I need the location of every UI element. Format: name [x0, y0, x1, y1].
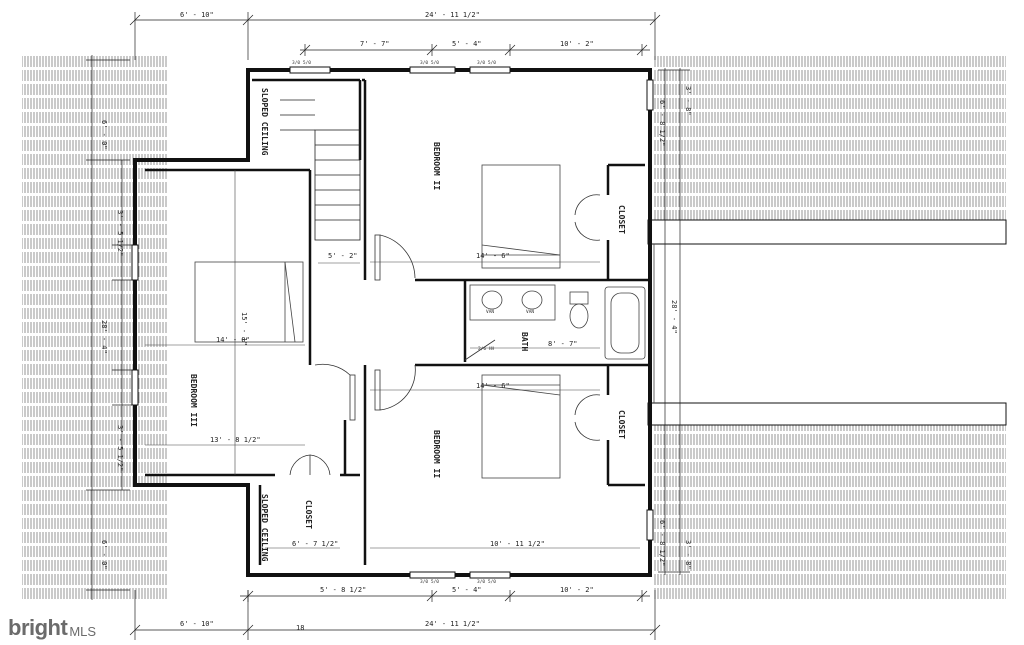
- logo-brand: bright: [8, 615, 68, 640]
- label-bedroom-3: BEDROOM III: [189, 374, 198, 427]
- interior-dims: [145, 170, 640, 549]
- label-sloped-bottom: SLOPED CEILING: [260, 494, 269, 562]
- left-dimensions: [86, 55, 132, 600]
- dim-bed4-w1: 14' - 6": [476, 382, 510, 390]
- stairs: [280, 99, 361, 241]
- dim-left-1: 6' - 0": [100, 120, 108, 150]
- dim-r4: 3' - 8": [684, 540, 692, 570]
- bright-mls-logo: bright MLS: [0, 611, 104, 645]
- dim-bottom-total: 24' - 11 1/2": [425, 620, 480, 628]
- dim-bottom-c: 10' - 2": [560, 586, 594, 594]
- dim-left-2: 3' - 5 1/2": [116, 210, 124, 256]
- dim-top-c: 10' - 2": [560, 40, 594, 48]
- label-bedroom-4: BEDROOM II: [432, 430, 441, 478]
- bath-fixtures: [469, 284, 646, 360]
- label-sloped-top: SLOPED CEILING: [260, 88, 269, 156]
- bottom-dimensions: [129, 590, 661, 640]
- dormer-beam-top: [647, 219, 1007, 245]
- logo-suffix: MLS: [69, 623, 97, 639]
- label-closet-a: CLOSET: [617, 205, 626, 234]
- dim-bottom-left: 6' - 10": [180, 620, 214, 628]
- note-win-3: 3/0 5/0: [477, 60, 496, 66]
- dormer-beam-bottom: [647, 402, 1007, 426]
- top-dimensions: [129, 12, 661, 60]
- label-closet-b: CLOSET: [617, 410, 626, 439]
- note-door-1: 2/6 HH: [478, 346, 495, 352]
- roof-hatch-left: [22, 55, 168, 600]
- dim-r1: 3' - 8": [684, 86, 692, 116]
- dim-bath-w: 8' - 7": [548, 340, 578, 348]
- label-closet-c: CLOSET: [304, 500, 313, 529]
- dim-bottom-b: 5' - 4": [452, 586, 482, 594]
- dim-bed4-w2: 10' - 11 1/2": [490, 540, 545, 548]
- dim-top-b: 5' - 4": [452, 40, 482, 48]
- dim-right-total: 28' - 4": [670, 300, 678, 334]
- dim-hall: 5' - 2": [328, 252, 358, 260]
- dim-r3: 6' - 8 1/2": [658, 520, 666, 566]
- note-win-2: 3/0 5/0: [420, 60, 439, 66]
- note-win-4: 3/0 5/0: [420, 579, 439, 585]
- right-dimensions: [658, 68, 690, 575]
- dim-top-left: 6' - 10": [180, 11, 214, 19]
- dim-scale-mark: 18: [296, 624, 304, 632]
- roof-hatch-right-top: [654, 55, 1006, 220]
- dim-left-5: 6' - 0": [100, 540, 108, 570]
- dim-left-3: 28' - 4": [100, 320, 108, 354]
- dim-r2: 6' - 8 1/2": [658, 100, 666, 146]
- dim-top-a: 7' - 7": [360, 40, 390, 48]
- label-bath: BATH: [520, 332, 529, 351]
- interior-walls: [145, 78, 650, 565]
- dim-closet-w: 6' - 7 1/2": [292, 540, 338, 548]
- note-win-5: 3/0 5/0: [477, 579, 496, 585]
- note-win-1: 3/0 5/0: [292, 60, 311, 66]
- dim-bottom-a: 5' - 8 1/2": [320, 586, 366, 594]
- dim-bed3-h: 15' - 1": [240, 312, 248, 346]
- dim-bed2-w: 14' - 6": [476, 252, 510, 260]
- dim-bed3-w2: 13' - 8 1/2": [210, 436, 261, 444]
- note-van-1: VAN: [486, 309, 494, 315]
- note-van-2: VAN: [526, 309, 534, 315]
- dim-left-4: 3' - 5 1/2": [116, 425, 124, 471]
- dim-bed3-w1: 14' - 0": [216, 336, 250, 344]
- windows: [131, 66, 654, 579]
- label-bedroom-2: BEDROOM II: [432, 142, 441, 190]
- beds: [194, 164, 561, 479]
- roof-hatch-right-bottom: [654, 425, 1006, 600]
- dim-top-total: 24' - 11 1/2": [425, 11, 480, 19]
